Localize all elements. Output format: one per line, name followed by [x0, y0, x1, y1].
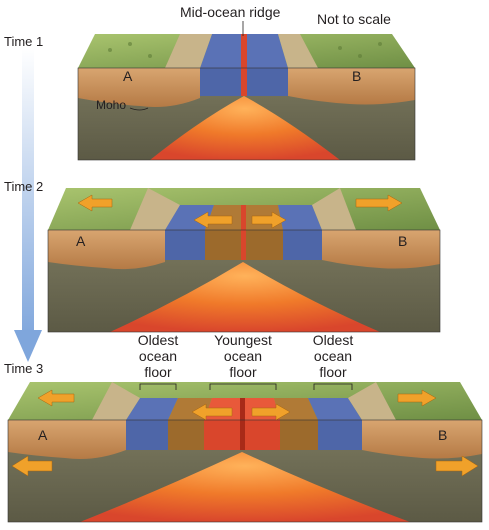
svg-text:floor: floor	[144, 364, 172, 380]
panel-3-crust-b	[362, 420, 482, 459]
panel-2-ocean-old-left	[165, 230, 205, 260]
label-time-3: Time 3	[4, 361, 43, 376]
panel-2-rift-slope-left	[130, 188, 180, 230]
label-not-to-scale: Not to scale	[317, 11, 391, 27]
panel-1-crust-b	[288, 68, 415, 105]
panel-1-ridge	[241, 34, 247, 96]
svg-text:ocean: ocean	[224, 348, 262, 364]
panel-2-ocean-top-old-right	[278, 205, 322, 230]
panel-2-arrow-left-ocean	[193, 211, 233, 229]
svg-text:floor: floor	[229, 364, 257, 380]
panel-3-ocean-top-old-right	[308, 398, 362, 420]
svg-text:Oldest: Oldest	[138, 332, 179, 348]
panel-time-3	[7, 382, 483, 523]
panel-3-ocean-top-old-left	[126, 398, 178, 420]
panel-2-crust-b	[322, 230, 440, 269]
panel-2-arrow-left-land	[77, 194, 113, 212]
panel-3-ocean-mid-left	[168, 420, 204, 450]
svg-text:ocean: ocean	[314, 348, 352, 364]
panel-1-rift-slope-right	[278, 34, 318, 68]
panel-1-rift-slope-left	[165, 34, 212, 68]
label-plate-a-1: A	[123, 68, 133, 84]
panel-2-ocean-old-right	[283, 230, 322, 260]
label-plate-a-2: A	[76, 233, 86, 249]
label-plate-b-2: B	[398, 233, 407, 249]
panel-3-ocean-mid-right	[280, 420, 318, 450]
label-plate-b-1: B	[352, 68, 361, 84]
panel-3-arrow-left-ocean	[191, 403, 233, 421]
leader-moho	[129, 107, 149, 111]
panel-1-crust-a	[78, 68, 200, 107]
panel-2-ridge	[241, 205, 246, 260]
panel-3-magma	[80, 452, 410, 522]
panel-2-rift-slope-right	[312, 188, 356, 230]
svg-text:floor: floor	[319, 364, 347, 380]
panel-3-rift-slope-right	[348, 382, 396, 420]
panel-3-arrow-right-crust	[435, 455, 479, 477]
label-youngest-ocean-floor: Youngest ocean floor	[209, 332, 277, 390]
panel-3-ocean-old-left	[126, 420, 168, 450]
panel-2-arrow-right-land	[355, 194, 403, 212]
label-time-1: Time 1	[4, 34, 43, 49]
panel-3-arrow-left-land	[37, 389, 75, 407]
panel-3-crust-a	[8, 420, 126, 459]
panel-3-arrow-right-land	[397, 389, 437, 407]
panel-3-ocean-old-right	[318, 420, 362, 450]
panel-3-ridge	[240, 398, 245, 450]
panel-2-crust-a	[48, 230, 165, 270]
panel-time-1	[77, 34, 416, 161]
label-oldest-ocean-floor-left: Oldest ocean floor	[138, 332, 179, 390]
time-progression-arrow	[14, 48, 42, 362]
label-moho: Moho	[96, 98, 126, 112]
label-plate-b-3: B	[438, 427, 447, 443]
panel-3-arrow-right-ocean	[251, 403, 291, 421]
svg-text:Oldest: Oldest	[313, 332, 354, 348]
panel-3-rift-slope-left	[92, 382, 140, 420]
panel-2-magma	[110, 262, 380, 332]
label-plate-a-3: A	[38, 427, 48, 443]
label-time-2: Time 2	[4, 179, 43, 194]
panel-1-magma	[150, 96, 340, 160]
panel-2-arrow-right-ocean	[251, 211, 287, 229]
label-oldest-ocean-floor-right: Oldest ocean floor	[313, 332, 354, 390]
label-mid-ocean-ridge: Mid-ocean ridge	[180, 4, 281, 20]
panel-time-2	[47, 188, 441, 333]
svg-text:ocean: ocean	[139, 348, 177, 364]
svg-text:Youngest: Youngest	[214, 332, 272, 348]
panel-3-arrow-left-crust	[11, 455, 53, 477]
